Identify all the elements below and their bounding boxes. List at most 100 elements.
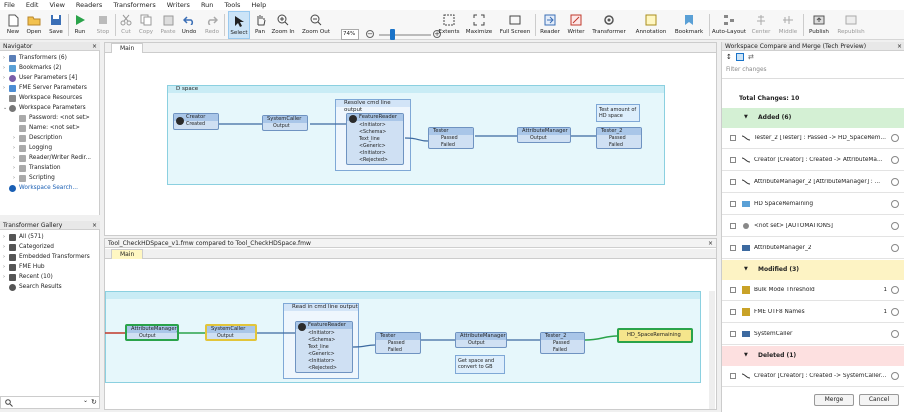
chevron-right-icon[interactable]: › (13, 135, 15, 141)
zoom-minus-icon[interactable]: − (366, 30, 374, 38)
gear-icon[interactable] (891, 286, 899, 294)
chevron-right-icon[interactable]: › (13, 155, 15, 161)
change-row-added[interactable]: Creator [Creator] : Created -> Attribute… (722, 150, 904, 171)
node-tester-2[interactable]: Tester_2 Passed Failed (596, 127, 642, 149)
chevron-right-icon[interactable]: › (3, 244, 5, 250)
chevron-right-icon[interactable]: › (3, 55, 5, 61)
run-button[interactable]: Run (71, 11, 89, 39)
gear-icon[interactable] (891, 372, 899, 380)
maximize-button[interactable]: Maximize (465, 11, 493, 39)
chevron-right-icon[interactable]: › (13, 165, 15, 171)
add-reader-button[interactable]: Reader (538, 11, 562, 39)
chevron-right-icon[interactable]: › (3, 85, 5, 91)
nav-item-workspace-resources[interactable]: Workspace Resources (3, 94, 82, 103)
zoom-plus-icon[interactable]: + (433, 30, 441, 38)
chevron-right-icon[interactable]: › (3, 234, 5, 240)
expand-all-icon[interactable]: ↕ (726, 53, 732, 61)
nav-item-logging[interactable]: ›Logging (13, 145, 52, 152)
chevron-right-icon[interactable]: › (3, 254, 5, 260)
menu-tools[interactable]: Tools (224, 1, 241, 9)
menu-transformers[interactable]: Transformers (113, 1, 156, 9)
stop-button[interactable]: Stop (94, 11, 112, 39)
change-row-added[interactable]: AttributeManager_2 (722, 238, 904, 259)
zoom-slider-track[interactable] (379, 34, 431, 36)
annotation-get-space[interactable]: Get space and convert to GB (455, 355, 505, 374)
zoom-slider-thumb[interactable] (390, 29, 395, 40)
node-attributemanager[interactable]: AttributeManager Output (517, 127, 571, 143)
checkbox[interactable] (730, 201, 736, 207)
node-tester-2-compare[interactable]: Tester_2 Passed Failed (540, 332, 585, 354)
node-attributemanager-2[interactable]: AttributeManager_2 Output (125, 324, 179, 341)
chevron-down-icon[interactable]: ▼ (744, 266, 748, 272)
chevron-right-icon[interactable]: › (13, 175, 15, 181)
close-icon[interactable]: × (91, 43, 97, 50)
sync-icon[interactable]: ⇄ (748, 53, 754, 61)
menu-run[interactable]: Run (200, 1, 214, 9)
gallery-item-embedded[interactable]: ›Embedded Transformers (3, 254, 90, 261)
chevron-right-icon[interactable]: › (3, 75, 5, 81)
section-deleted[interactable]: ▼Deleted (1) (722, 346, 904, 366)
chevron-right-icon[interactable]: › (13, 145, 15, 151)
close-icon[interactable]: × (91, 222, 97, 229)
chevron-right-icon[interactable]: › (3, 264, 5, 270)
checkbox[interactable] (730, 373, 736, 379)
nav-item-scripting[interactable]: ›Scripting (13, 175, 55, 182)
close-icon[interactable]: × (707, 240, 713, 247)
extents-button[interactable]: Extents (438, 11, 460, 39)
checkbox[interactable] (730, 223, 736, 229)
node-attributemanager-compare[interactable]: AttributeManager Output (455, 332, 507, 348)
middle-button[interactable]: Middle (776, 11, 800, 39)
gear-icon[interactable] (891, 222, 899, 230)
gallery-item-recent[interactable]: ›Recent (10) (3, 274, 53, 281)
gallery-item-all[interactable]: ›All (571) (3, 234, 44, 241)
nav-item-workspace-parameters[interactable]: ⌄Workspace Parameters (3, 105, 86, 112)
node-tester-compare[interactable]: Tester Passed Failed (375, 332, 421, 354)
menu-view[interactable]: View (49, 1, 65, 9)
section-added[interactable]: ▼Added (6) (722, 108, 904, 128)
node-featurereader-compare[interactable]: FeatureReader <Initiator> <Schema> Text_… (295, 321, 353, 373)
checkbox[interactable] (730, 179, 736, 185)
add-annotation-button[interactable]: Annotation (632, 11, 670, 39)
transformer-search-input[interactable]: ⌄ ↻ (0, 396, 100, 409)
menu-writers[interactable]: Writers (166, 1, 190, 9)
gear-icon[interactable] (891, 156, 899, 164)
change-row-added[interactable]: Tester_2 [Tester] : Passed -> HD_SpaceRe… (722, 128, 904, 149)
gear-icon[interactable] (891, 330, 899, 338)
gear-icon[interactable] (891, 134, 899, 142)
zoom-out-button[interactable]: Zoom Out (301, 11, 331, 39)
gear-icon[interactable] (891, 308, 899, 316)
copy-button[interactable]: Copy (137, 11, 155, 39)
nav-item-workspace-search[interactable]: Workspace Search... (3, 184, 78, 193)
gallery-item-search-results[interactable]: Search Results (3, 283, 62, 292)
section-modified[interactable]: ▼Modified (3) (722, 260, 904, 280)
cancel-button[interactable]: Cancel (859, 394, 899, 406)
node-hd-space-remaining[interactable]: HD_SpaceRemaining (617, 328, 693, 343)
node-systemcaller-compare[interactable]: SystemCaller Output (205, 324, 257, 341)
change-row-added[interactable]: AttributeManager_2 [AttributeManager] : … (722, 172, 904, 193)
filter-changes-input[interactable]: Filter changes (726, 67, 767, 73)
cut-button[interactable]: Cut (118, 11, 134, 39)
tab-main-compare[interactable]: Main (111, 249, 144, 259)
republish-button[interactable]: Republish (836, 11, 866, 39)
change-row-added[interactable]: HD SpaceRemaining (722, 194, 904, 215)
add-bookmark-button[interactable]: Bookmark (672, 11, 706, 39)
menu-help[interactable]: Help (251, 1, 267, 9)
compare-canvas-view[interactable]: Tool_CheckHDSpace_v1.fmw compared to Too… (104, 238, 717, 410)
menu-file[interactable]: File (4, 1, 15, 9)
change-row-added[interactable]: <not set> [AUTOMATIONS] (722, 216, 904, 237)
tab-main[interactable]: Main (111, 43, 144, 53)
change-row-modified[interactable]: SystemCaller (722, 324, 904, 345)
zoom-level-field[interactable]: 74% (341, 29, 359, 40)
checkbox[interactable] (730, 287, 736, 293)
node-tester[interactable]: Tester Passed Failed (428, 127, 474, 149)
node-featurereader[interactable]: FeatureReader <Initiator> <Schema> Text_… (346, 113, 404, 165)
undo-button[interactable]: Undo (180, 11, 198, 39)
checkbox[interactable] (730, 157, 736, 163)
menu-readers[interactable]: Readers (75, 1, 103, 9)
bookmark-d-space[interactable]: D space (167, 85, 665, 185)
gear-icon[interactable] (891, 200, 899, 208)
paste-button[interactable]: Paste (158, 11, 178, 39)
annotation-test-amount[interactable]: Test amount of HD space (596, 104, 640, 122)
filter-icon[interactable] (736, 53, 744, 61)
